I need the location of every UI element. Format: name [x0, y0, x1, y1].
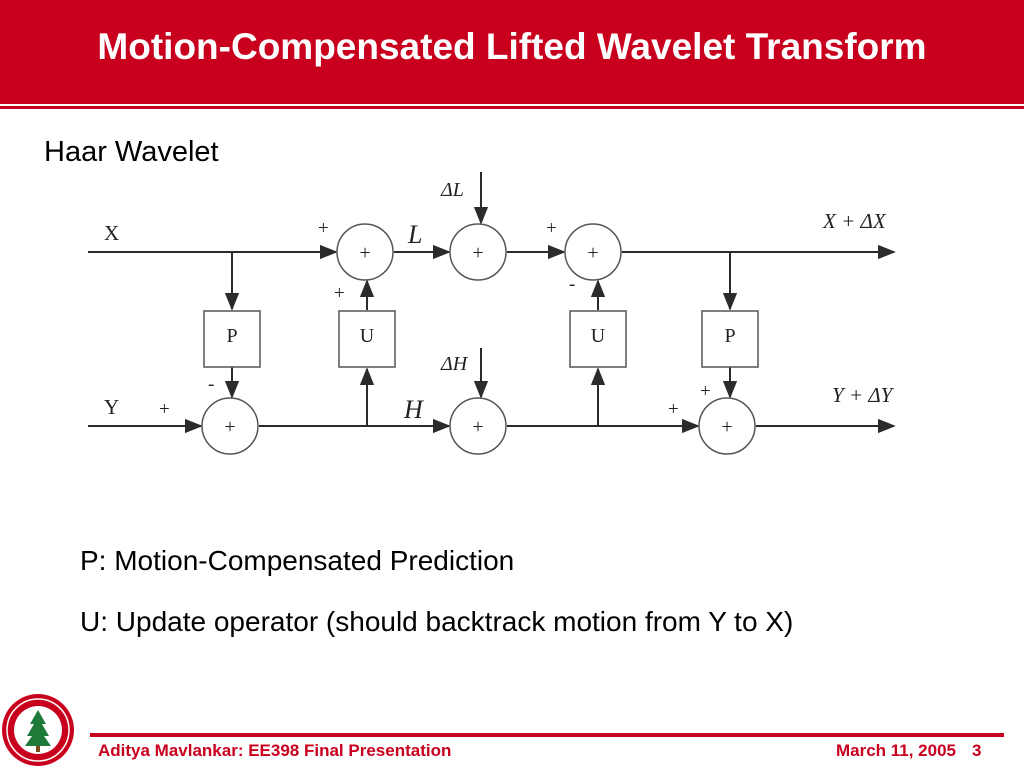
predict-block-2 — [701, 310, 759, 368]
adder-symbol: + — [224, 416, 235, 438]
update-block-1 — [338, 310, 396, 368]
title-bar — [0, 0, 1024, 104]
adder-bottom-3 — [698, 397, 756, 455]
adder-bottom-1 — [201, 397, 259, 455]
update-block-2 — [569, 310, 627, 368]
input-y-label: Y — [104, 395, 119, 419]
title-divider — [0, 106, 1024, 109]
sign-plus: + — [700, 381, 711, 402]
delta-h-label: ΔH — [440, 353, 469, 375]
highpass-label: H — [403, 395, 424, 424]
slide-title: Motion-Compensated Lifted Wavelet Transf… — [97, 26, 927, 67]
footer-divider — [90, 733, 1004, 737]
update-label: U — [591, 325, 606, 347]
predict-label: P — [724, 325, 735, 347]
adder-top-1 — [336, 223, 394, 281]
bullet-update: U: Update operator (should backtrack mot… — [80, 606, 794, 637]
lowpass-label: L — [407, 220, 422, 249]
sign-plus: + — [318, 218, 329, 239]
footer-date: March 11, 2005 — [835, 741, 956, 760]
sign-minus: - — [569, 274, 575, 295]
predict-label: P — [226, 325, 237, 347]
predict-block-1 — [203, 310, 261, 368]
sign-minus: - — [208, 374, 214, 395]
university-seal-logo — [2, 694, 74, 766]
adder-bottom-2 — [449, 397, 507, 455]
input-x-label: X — [104, 221, 119, 245]
sign-plus: + — [334, 283, 345, 304]
adder-top-2 — [449, 223, 507, 281]
adder-symbol: + — [359, 242, 370, 264]
slide-subtitle: Haar Wavelet — [44, 136, 219, 168]
adder-symbol: + — [721, 416, 732, 438]
sign-plus: + — [159, 399, 170, 420]
footer-author: Aditya Mavlankar: EE398 Final Presentati… — [98, 741, 452, 760]
output-y-label: Y + ΔY — [832, 383, 895, 407]
output-x-label: X + ΔX — [822, 209, 887, 233]
update-label: U — [360, 325, 375, 347]
adder-top-3 — [564, 223, 622, 281]
adder-symbol: + — [472, 242, 483, 264]
sign-plus: + — [668, 399, 679, 420]
delta-l-label: ΔL — [440, 179, 464, 201]
adder-symbol: + — [472, 416, 483, 438]
sign-plus: + — [546, 218, 557, 239]
page-number: 3 — [972, 741, 982, 760]
bullet-prediction: P: Motion-Compensated Prediction — [80, 545, 515, 576]
adder-symbol: + — [587, 242, 598, 264]
